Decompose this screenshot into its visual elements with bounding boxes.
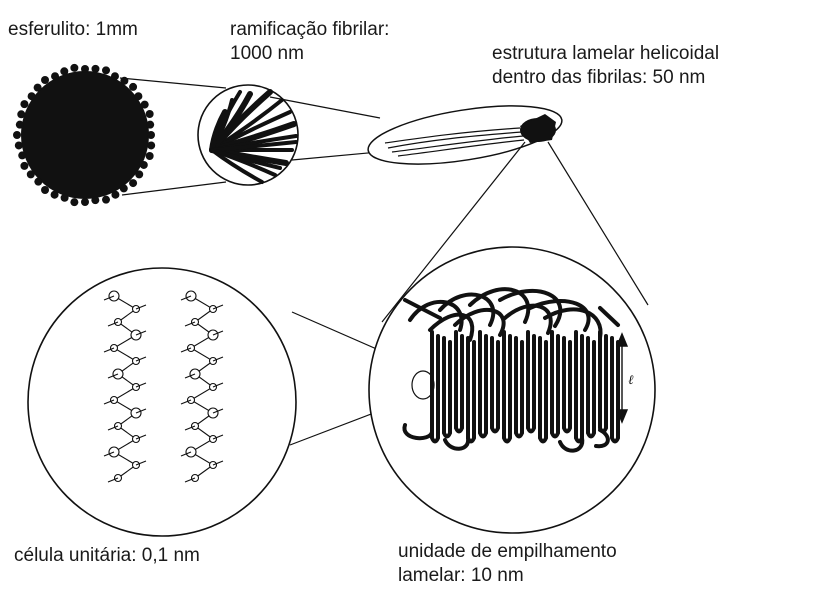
label-lamellar-line1: estrutura lamelar helicoidal	[492, 42, 719, 66]
label-fibril: ramificação fibrilar: 1000 nm	[230, 18, 389, 66]
label-lamellar-line2: dentro das fibrilas: 50 nm	[492, 66, 719, 90]
label-stack-line1: unidade de empilhamento	[398, 540, 617, 564]
label-spherulite: esferulito: 1mm	[8, 18, 138, 42]
label-unit-cell: célula unitária: 0,1 nm	[14, 544, 200, 568]
label-stack-line2: lamelar: 10 nm	[398, 564, 617, 588]
label-unit-cell-text: célula unitária: 0,1 nm	[14, 545, 200, 566]
label-spherulite-text: esferulito: 1mm	[8, 19, 138, 40]
unit-cell-circle	[28, 268, 296, 536]
label-fibril-line2: 1000 nm	[230, 42, 389, 66]
lamellar-stacking-circle: ℓ	[369, 247, 655, 533]
label-stack: unidade de empilhamento lamelar: 10 nm	[398, 540, 617, 588]
spherulite-disc	[13, 64, 155, 206]
helical-lamellar-ellipse	[364, 95, 565, 175]
label-lamellar: estrutura lamelar helicoidal dentro das …	[492, 42, 719, 90]
thickness-symbol: ℓ	[628, 372, 634, 387]
label-fibril-line1: ramificação fibrilar:	[230, 18, 389, 42]
